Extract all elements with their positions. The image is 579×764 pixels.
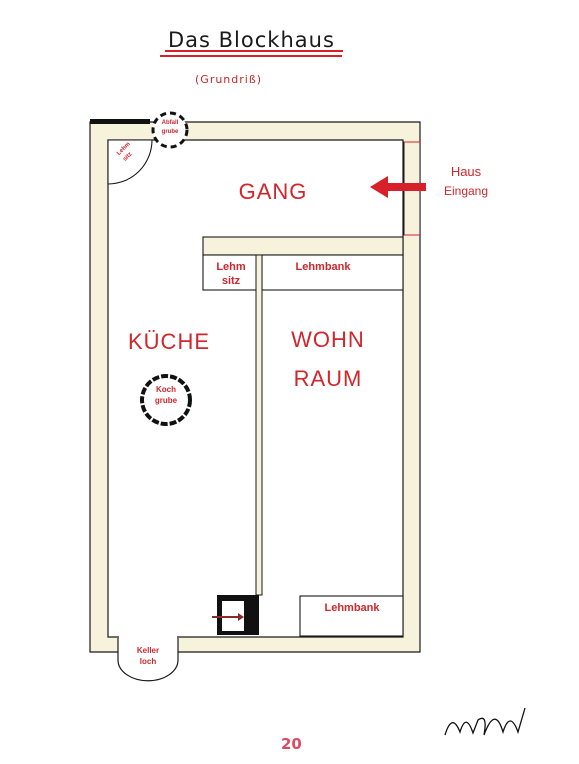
label-abfallgrube-1: Abfall — [161, 120, 179, 126]
room-label-wohnraum-2: RAUM — [293, 366, 363, 391]
label-kellerloch-1: Keller — [136, 646, 160, 655]
corridor-wall — [202, 236, 404, 256]
lehmbank-top — [261, 254, 404, 291]
page-title: Das Blockhaus — [168, 28, 335, 52]
label-entrance-2: Eingang — [443, 184, 489, 198]
title-underline — [160, 55, 342, 57]
lehmsitz-block — [202, 254, 259, 291]
page-subtitle: (Grundriß) — [195, 73, 263, 86]
page-number: 20 — [281, 735, 302, 753]
label-abfallgrube-2: grube — [161, 129, 179, 135]
abfallgrube-circle — [151, 111, 189, 149]
label-lehmsitz-1: Lehm — [216, 261, 246, 273]
title-underline — [165, 50, 343, 52]
label-kellerloch-2: loch — [139, 657, 157, 666]
signature — [444, 707, 526, 736]
wall-corner-block — [90, 119, 150, 124]
label-lehmbank-top: Lehmbank — [295, 261, 351, 273]
interior-wall — [255, 254, 263, 596]
door-arrow-head — [238, 613, 244, 621]
room-label-wohnraum-1: WOHN — [291, 327, 365, 352]
label-kochgrube-1: Koch — [156, 385, 176, 394]
label-lehmsitz-2: sitz — [221, 275, 241, 287]
room-label-kueche: KÜCHE — [128, 329, 211, 354]
label-kochgrube-2: grube — [154, 396, 178, 405]
label-entrance-1: Haus — [450, 164, 482, 179]
label-lehmbank-bottom: Lehmbank — [324, 602, 380, 614]
entrance-arrow-head — [370, 176, 388, 198]
kellerloch-opening — [119, 636, 177, 654]
lehmsitz-corner — [107, 139, 153, 185]
room-label-gang: GANG — [238, 179, 308, 204]
lehmbank-bottom — [299, 595, 404, 637]
entrance-arrow-shaft — [386, 183, 426, 191]
kochgrube-circle — [140, 374, 192, 426]
outer-wall — [89, 121, 421, 653]
